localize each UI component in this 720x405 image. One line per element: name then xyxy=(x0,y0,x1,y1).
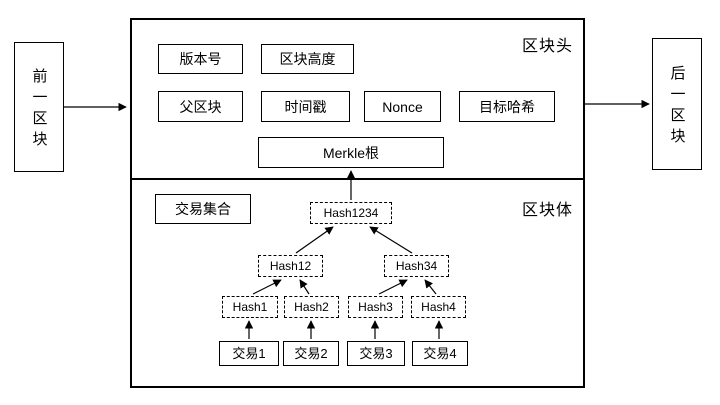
block-header-title: 区块头 xyxy=(522,38,574,55)
hash12-node: Hash12 xyxy=(258,255,323,277)
transaction2-box: 交易2 xyxy=(283,341,339,366)
hash4-node: Hash4 xyxy=(411,296,466,318)
hash1234-node: Hash1234 xyxy=(310,202,392,224)
hash1-node: Hash1 xyxy=(222,296,278,318)
hash34-node: Hash34 xyxy=(384,255,449,277)
merkle-root-box: Merkle根 xyxy=(258,137,444,168)
hash3-node: Hash3 xyxy=(348,296,403,318)
timestamp-field-box: 时间戳 xyxy=(261,91,350,122)
block-body-title: 区块体 xyxy=(522,202,574,219)
transaction3-box: 交易3 xyxy=(347,341,405,366)
hash2-node: Hash2 xyxy=(284,296,339,318)
version-field-box: 版本号 xyxy=(158,44,243,74)
header-body-divider xyxy=(130,178,585,180)
parent-block-field-box: 父区块 xyxy=(158,91,243,122)
transaction1-box: 交易1 xyxy=(219,341,279,366)
next-block-box: 后一区块 xyxy=(652,38,702,170)
target-hash-field-box: 目标哈希 xyxy=(459,91,555,122)
block-height-field-box: 区块高度 xyxy=(261,44,354,74)
transaction4-box: 交易4 xyxy=(412,341,468,366)
nonce-field-box: Nonce xyxy=(364,91,441,122)
transaction-set-box: 交易集合 xyxy=(155,194,251,224)
previous-block-box: 前一区块 xyxy=(14,42,64,172)
